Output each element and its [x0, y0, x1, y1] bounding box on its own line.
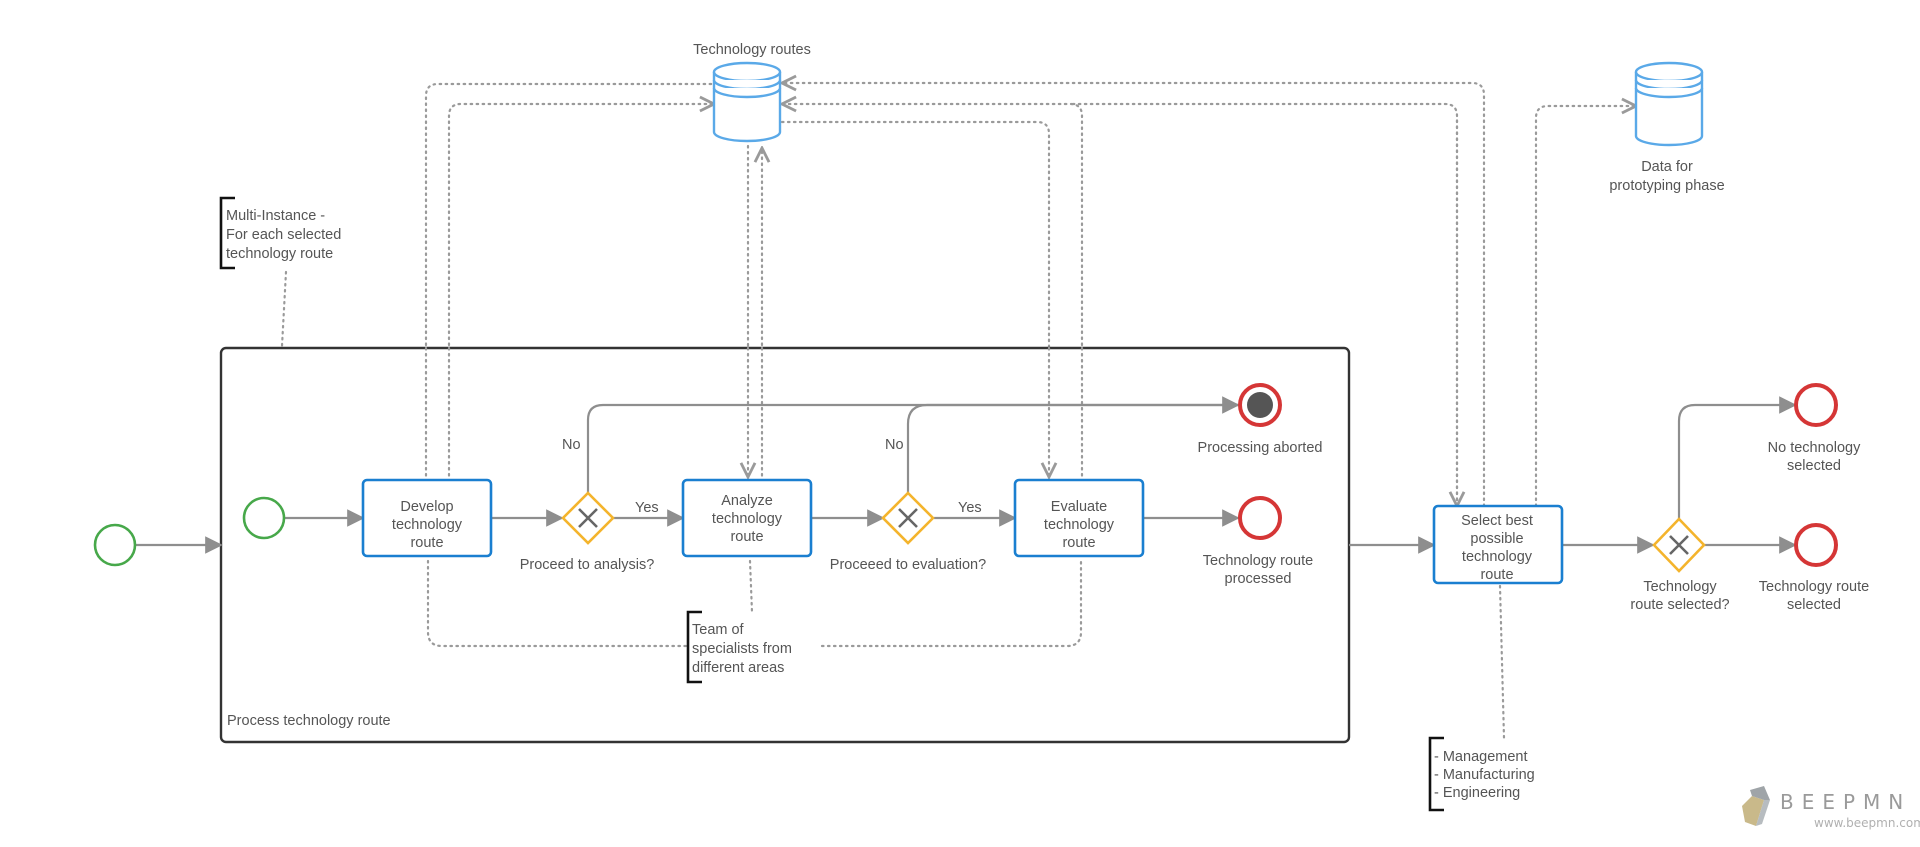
data-associations-inner: [424, 346, 1084, 648]
association-departments-select: [1498, 584, 1506, 740]
gateway-technology-route-selected[interactable]: [1652, 517, 1706, 573]
beepmn-logo-icon: [1742, 786, 1770, 826]
end-event-processed-label-line1: Technology route: [1203, 553, 1313, 569]
annotation-multi-instance-line2: For each selected: [226, 227, 341, 243]
task-develop-label-line2: technology: [392, 517, 463, 533]
task-select-best-technology-route[interactable]: Select best possible technology route: [1432, 504, 1564, 585]
task-analyze-label-line3: route: [730, 529, 763, 545]
task-analyze-label-line2: technology: [712, 511, 783, 527]
end-event-route-processed[interactable]: [1238, 496, 1282, 540]
gateway-selected-label-line2: route selected?: [1630, 597, 1729, 613]
data-store-prototyping[interactable]: [1634, 61, 1704, 147]
subprocess-label: Process technology route: [227, 713, 391, 729]
end-event-technology-selected[interactable]: [1794, 523, 1838, 567]
task-analyze-technology-route[interactable]: Analyze technology route: [681, 478, 813, 558]
end-event-none-label-line2: selected: [1787, 458, 1841, 474]
end-event-no-technology-selected[interactable]: [1794, 383, 1838, 427]
end-event-processing-aborted[interactable]: [1238, 383, 1282, 427]
task-evaluate-technology-route[interactable]: Evaluate technology route: [1013, 478, 1145, 558]
gateway-proceed-to-analysis[interactable]: [561, 491, 615, 545]
subprocess-start-event[interactable]: [242, 496, 286, 540]
beepmn-watermark: BEEPMN www.beepmn.com: [1742, 786, 1920, 830]
data-associations: [280, 82, 1636, 740]
end-event-selected-label-line2: selected: [1787, 597, 1841, 613]
task-select-label-line2: possible: [1470, 531, 1523, 547]
data-store-technology-routes-label: Technology routes: [693, 42, 811, 58]
start-event[interactable]: [93, 523, 137, 567]
end-event-selected-label-line1: Technology route: [1759, 579, 1869, 595]
end-event-none-label-line1: No technology: [1768, 440, 1861, 456]
annotation-departments[interactable]: - Management - Manufacturing - Engineeri…: [1428, 736, 1535, 812]
gateway-analysis-label: Proceed to analysis?: [520, 557, 655, 573]
flow-gw1-no: [586, 396, 1240, 493]
flow-label-yes-2: Yes: [958, 500, 982, 516]
association-select-write: [782, 83, 1486, 508]
annotation-multi-instance[interactable]: Multi-Instance - For each selected techn…: [219, 196, 341, 270]
annotation-departments-line3: - Engineering: [1434, 785, 1520, 801]
beepmn-url: www.beepmn.com: [1814, 816, 1920, 830]
gateway-selected-label-line1: Technology: [1643, 579, 1717, 595]
task-develop-label-line3: route: [410, 535, 443, 551]
association-select-prototype: [1534, 106, 1636, 508]
end-event-processed-label-line2: processed: [1225, 571, 1292, 587]
task-evaluate-label-line3: route: [1062, 535, 1095, 551]
end-event-aborted-label: Processing aborted: [1198, 440, 1323, 456]
annotation-team-line2: specialists from: [692, 641, 792, 657]
task-select-label-line4: route: [1480, 567, 1513, 583]
task-evaluate-label-line1: Evaluate: [1051, 499, 1107, 515]
gateway-evaluation-label: Proceeed to evaluation?: [830, 557, 986, 573]
task-select-label-line1: Select best: [1461, 513, 1533, 529]
task-develop-label-line1: Develop: [400, 499, 453, 515]
task-select-label-line3: technology: [1462, 549, 1533, 565]
association-select-read: [1068, 102, 1459, 508]
flow-gw2-no: [906, 403, 1238, 493]
association-develop-read: [426, 82, 714, 477]
task-evaluate-label-line2: technology: [1044, 517, 1115, 533]
flow-gw3-no: [1677, 396, 1797, 519]
task-analyze-label-line1: Analyze: [721, 493, 773, 509]
association-develop-write: [447, 104, 714, 479]
annotation-multi-instance-line3: technology route: [226, 246, 333, 262]
beepmn-name: BEEPMN: [1780, 790, 1911, 814]
annotation-multi-instance-line1: Multi-Instance -: [226, 208, 325, 224]
data-store-technology-routes[interactable]: [712, 61, 782, 143]
annotation-team-line1: Team of: [692, 622, 745, 638]
flow-label-no-1: No: [562, 437, 581, 453]
annotation-team-line3: different areas: [692, 660, 784, 676]
flow-label-no-2: No: [885, 437, 904, 453]
association-multi-instance: [280, 270, 288, 348]
flow-label-yes-1: Yes: [635, 500, 659, 516]
sequence-flows: [136, 396, 1797, 554]
annotation-departments-line1: - Management: [1434, 749, 1528, 765]
data-store-prototyping-label-line2: prototyping phase: [1609, 178, 1724, 194]
gateway-proceed-to-evaluation[interactable]: [881, 491, 935, 545]
data-store-prototyping-label-line1: Data for: [1641, 159, 1693, 175]
task-develop-technology-route[interactable]: Develop technology route: [361, 478, 493, 558]
association-evaluate-write: [782, 104, 1084, 479]
association-evaluate-read: [780, 120, 1049, 477]
annotation-team-of-specialists[interactable]: Team of specialists from different areas: [686, 610, 792, 684]
annotation-departments-line2: - Manufacturing: [1434, 767, 1535, 783]
